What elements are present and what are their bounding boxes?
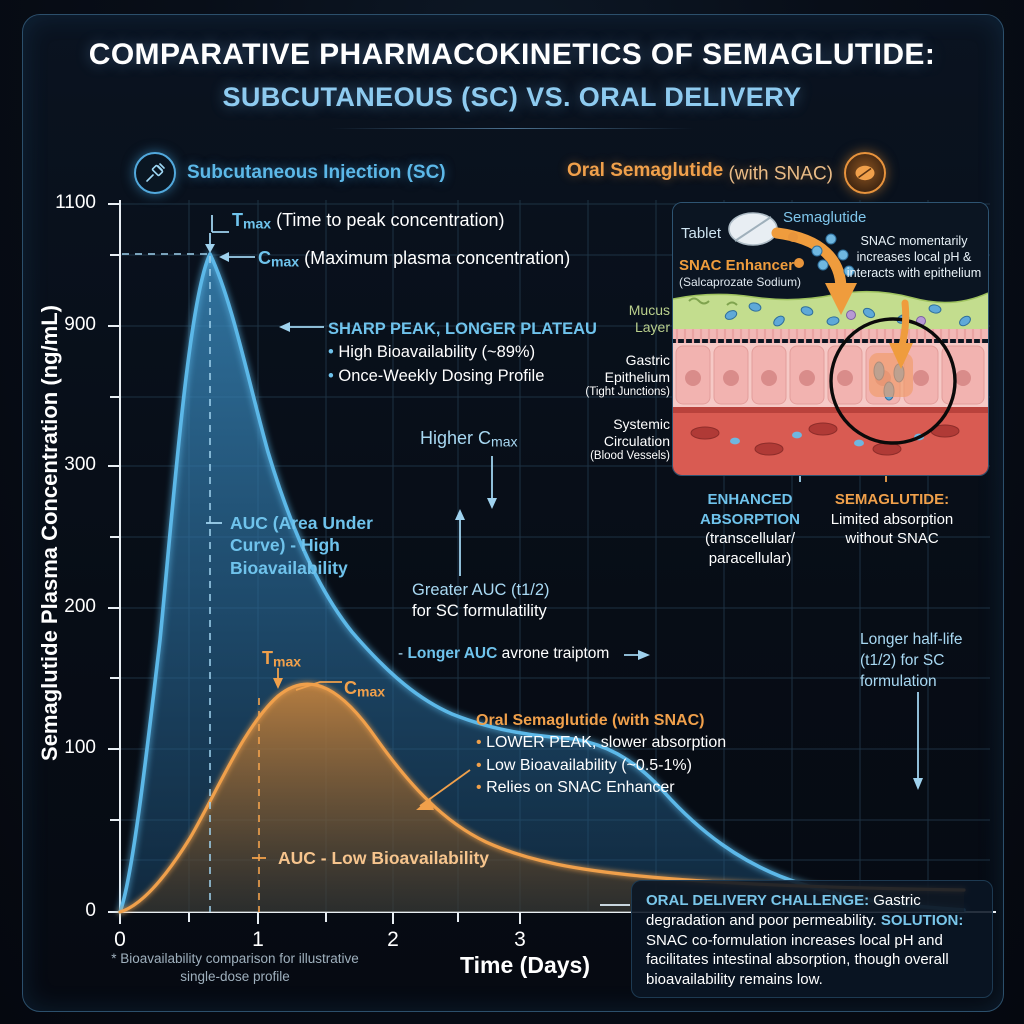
chart-footnote: * Bioavailability comparison for illustr… [111,951,359,984]
legend: Subcutaneous Injection (SC) Oral Semaglu… [0,152,1024,194]
x-tick-3: 3 [514,928,526,951]
sharp-peak-heading: SHARP PEAK, LONGER PLATEAU [328,320,597,338]
annotation-leaders [205,215,923,790]
oral-bullet-1: • LOWER PEAK, slower absorption [476,734,727,752]
annotation-enhanced-absorption: ENHANCED ABSORPTION (transcellular/ para… [699,491,800,567]
annotation-oral-block: Oral Semaglutide (with SNAC) • LOWER PEA… [476,710,726,800]
annotation-half-life: Longer half-life (t1/2) for SC formulati… [860,631,963,690]
x-tick-1: 1 [252,928,264,951]
systemic-circulation-band [673,407,988,475]
annotation-tmax-sc: Tmax (Time to peak concentration) [232,210,505,232]
annotation-sharp-peak: SHARP PEAK, LONGER PLATEAU • High Bioava… [328,318,597,388]
x-tick-2: 2 [387,928,399,951]
bottom-callout: ORAL DELIVERY CHALLENGE: Gastric degrada… [631,880,993,998]
page-title-line1: COMPARATIVE PHARMACOKINETICS OF SEMAGLUT… [88,38,936,71]
legend-label-sc: Subcutaneous Injection (SC) [187,162,446,183]
legend-label-oral: Oral Semaglutide (with SNAC) [566,160,833,185]
y-tick-200: 200 [64,596,96,617]
title-divider [330,128,694,129]
oral-block-heading: Oral Semaglutide (with SNAC) [476,712,705,729]
oral-curve-area [120,684,964,912]
tablet-icon [844,152,886,194]
annotation-higher-cmax: Higher Cmax [420,428,518,450]
syringe-icon [134,152,176,194]
x-axis-title: Time (Days) [460,952,590,978]
absorption-mechanism-inset: Tablet Semaglutide SNAC Enhancer (Salcap… [672,202,989,476]
annotation-cmax-sc: Cmax (Maximum plasma concentration) [258,248,571,270]
page-title-line2: SUBCUTANEOUS (SC) VS. ORAL DELIVERY [222,82,802,112]
annotation-tmax-oral: Tmax [262,648,302,670]
annotation-auc-sc: AUC (Area Under Curve) - High Bioavailab… [230,513,373,578]
sc-guide-lines [122,253,211,912]
callout-key-2: SOLUTION: [880,911,964,929]
oral-bullet-2: • Low Bioavailability (~0.5-1%) [476,756,692,774]
legend-item-oral[interactable]: Oral Semaglutide (with SNAC) [567,152,886,194]
y-tick-1100: 1100 [55,192,96,213]
y-tick-300: 300 [64,454,96,475]
oral-bullet-3: • Relies on SNAC Enhancer [476,779,675,797]
zoom-highlight-circle [829,317,957,445]
callout-val-2: SNAC co-formulation increases local pH a… [646,931,949,989]
sharp-peak-bullet-1: • High Bioavailability (~89%) [328,343,536,362]
callout-val-1: Gastric degradation and poor permeabilit… [646,892,921,929]
legend-item-sc[interactable]: Subcutaneous Injection (SC) [134,152,446,194]
y-tick-100: 100 [64,737,96,758]
callout-key-1: ORAL DELIVERY CHALLENGE: [646,892,870,909]
oral-annotation-leaders [252,668,471,859]
y-tick-0: 0 [85,900,96,921]
annotation-cmax-oral: Cmax [344,678,386,700]
sc-curve-line [118,252,966,914]
inset-tablet-icon [728,212,778,246]
annotation-longer-auc: - Longer AUC avrone traiptom [398,645,610,662]
y-axis-title: Semaglutide Plasma Concentration (ng/mL) [37,305,62,761]
annotation-greater-auc: Greater AUC (t1/2) for SC formulatility [412,581,550,621]
y-tick-900: 900 [64,314,96,335]
brush-border [673,329,988,339]
x-tick-0: 0 [114,928,126,951]
annotation-semaglutide-limited: SEMAGLUTIDE: Limited absorption without … [830,491,954,547]
sharp-peak-bullet-2: • Once-Weekly Dosing Profile [328,366,545,385]
inset-diagram [673,203,988,475]
annotation-auc-oral: AUC - Low Bioavailability [278,848,489,868]
